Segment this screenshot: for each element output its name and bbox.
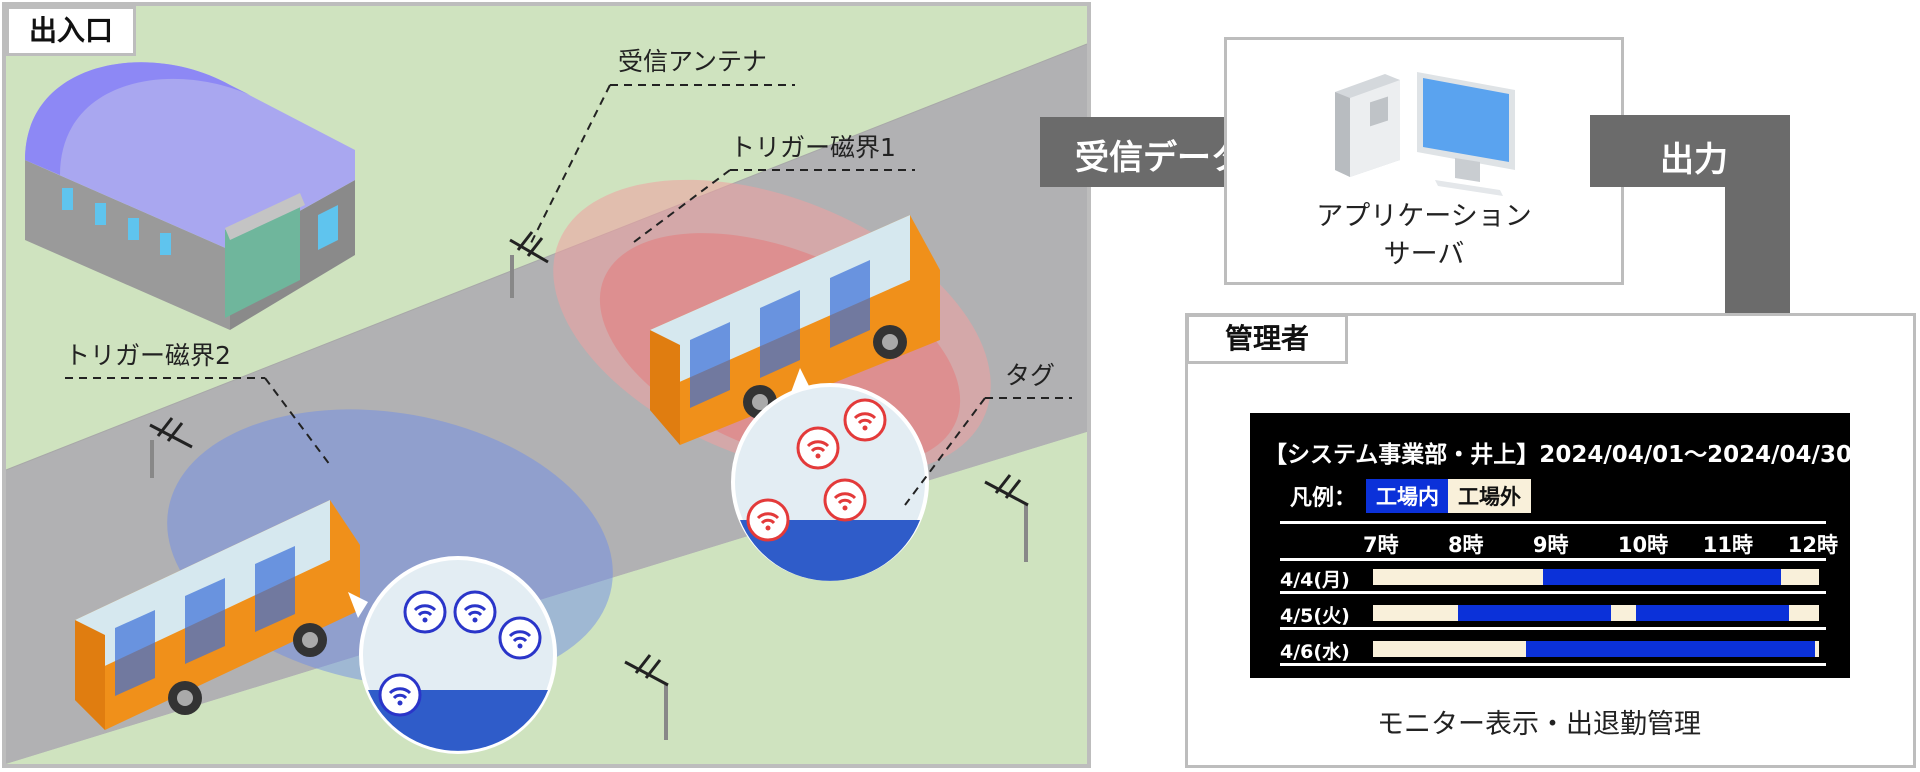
wifi-red-icon <box>746 498 790 542</box>
wifi-blue-icon <box>498 616 542 660</box>
bus-upper <box>650 215 940 445</box>
admin-caption: モニター表示・出退勤管理 <box>1377 709 1701 740</box>
in-factory-segment <box>1636 605 1790 621</box>
zoom-circle-blue <box>348 556 557 754</box>
in-factory-segment <box>1525 641 1815 657</box>
wifi-blue-icon <box>378 673 422 717</box>
antenna-label: 受信アンテナ <box>618 47 768 76</box>
tag-label: タグ <box>1005 361 1056 390</box>
wifi-blue-icon <box>403 590 447 634</box>
row-date: 4/6(水) <box>1280 641 1350 663</box>
legend-out-factory: 工場外 <box>1448 479 1531 513</box>
row-date: 4/4(月) <box>1280 569 1350 591</box>
row-track <box>1373 641 1819 657</box>
wifi-red-icon <box>796 426 840 470</box>
in-factory-segment <box>1457 605 1611 621</box>
antenna-icon <box>984 474 1029 562</box>
table-rule <box>1280 663 1826 666</box>
trigger2-label: トリガー磁界2 <box>65 341 231 370</box>
table-rule <box>1280 627 1826 630</box>
row-date: 4/5(火) <box>1280 605 1350 627</box>
hour-label: 7時 <box>1363 533 1399 557</box>
antenna-icon <box>624 654 669 740</box>
server-label-line2: サーバ <box>1383 239 1465 270</box>
row-track <box>1373 569 1819 585</box>
in-factory-segment <box>1542 569 1781 585</box>
hour-label: 11時 <box>1702 533 1754 557</box>
hour-label: 8時 <box>1447 533 1484 557</box>
server-label-line1: アプリケーション <box>1316 201 1532 232</box>
admin-title: 管理者 <box>1186 314 1349 364</box>
server-computer-icon <box>1335 72 1515 196</box>
table-rule <box>1280 591 1826 594</box>
wifi-blue-icon <box>453 590 497 634</box>
entrance-label: 出入口 <box>6 6 137 56</box>
table-rule <box>1280 558 1826 561</box>
output-label: 出力 <box>1660 140 1728 180</box>
received-data-label: 受信データ <box>1075 138 1245 178</box>
hour-label: 12時 <box>1787 533 1838 557</box>
hour-axis: 7時 8時 9時 10時 11時 12時 <box>1250 527 1850 557</box>
antenna-icon <box>509 231 549 298</box>
factory-building <box>25 62 355 330</box>
bus-lower <box>75 500 360 730</box>
table-rule <box>1280 521 1826 524</box>
row-track <box>1373 605 1819 621</box>
hour-label: 10時 <box>1617 533 1669 557</box>
attendance-rows: 4/4(月) 4/5(火) 4/6(水) <box>1250 563 1850 673</box>
trigger1-label: トリガー磁界1 <box>730 133 896 162</box>
wifi-red-icon <box>843 398 887 442</box>
wifi-red-icon <box>823 478 867 522</box>
antenna-icon <box>149 417 193 478</box>
leader-lines <box>65 84 1072 506</box>
legend-label: 凡例： <box>1290 486 1357 511</box>
hour-label: 9時 <box>1532 533 1569 557</box>
factory-scene <box>2 2 1091 768</box>
attendance-monitor: 【システム事業部・井上】2024/04/01〜2024/04/30 凡例： 工場… <box>1250 413 1852 678</box>
legend-in-factory: 工場内 <box>1366 479 1449 513</box>
zoom-circle-red <box>731 368 929 581</box>
monitor-title: 【システム事業部・井上】2024/04/01〜2024/04/30 <box>1264 442 1852 468</box>
